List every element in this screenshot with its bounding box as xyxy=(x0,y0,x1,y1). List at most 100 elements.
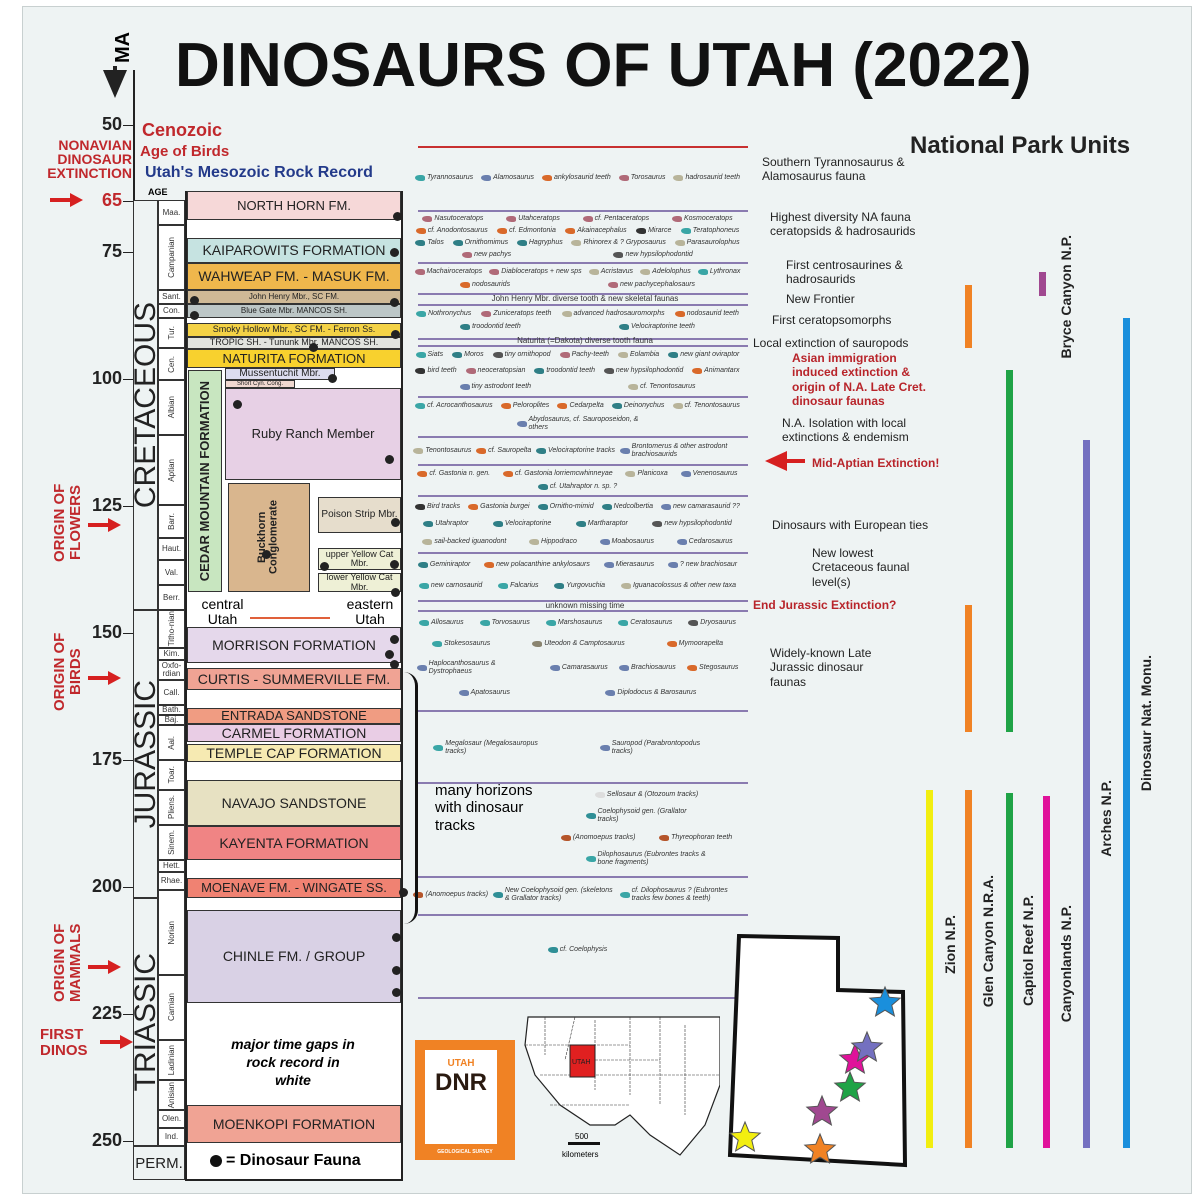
horizon-line xyxy=(418,262,748,264)
horizon-line xyxy=(418,782,748,784)
dinosaur-name: Marshosaurus xyxy=(557,619,603,627)
dinosaur-entry: Peloroplites xyxy=(500,402,549,410)
dinosaur-name: Geminiraptor xyxy=(429,560,471,568)
dinosaur-entry: Cedarpelta xyxy=(557,402,604,410)
dinosaur-name: Utahraptor xyxy=(435,520,469,528)
dinosaur-name: troodontid teeth xyxy=(546,367,595,374)
dinosaur-silhouette-icon xyxy=(479,620,490,627)
axis-tick-label: 75 xyxy=(101,241,122,261)
formation-2: WAHWEAP FM. - MASUK FM. xyxy=(187,263,401,290)
stage-cell: Ladinian xyxy=(158,1040,185,1080)
dinosaur-entry: Stegosaurus xyxy=(687,664,738,672)
axis-tick-label: 125 xyxy=(91,495,122,515)
dinosaur-silhouette-icon xyxy=(668,352,679,358)
dinosaur-name: Uteodon & Camptosaurus xyxy=(544,639,625,647)
fauna-dot xyxy=(262,550,271,559)
park-star-icon xyxy=(805,1094,839,1126)
red-arrow-icon xyxy=(108,518,121,532)
horizon-line xyxy=(418,436,748,438)
dinosaur-silhouette-icon xyxy=(545,620,556,627)
fauna-dot xyxy=(328,374,337,383)
fauna-dot xyxy=(392,988,401,997)
horizon-line xyxy=(418,552,748,554)
dinosaur-silhouette-icon xyxy=(554,583,565,590)
dinosaur-name: hadrosaurid teeth xyxy=(685,174,740,181)
dinosaur-silhouette-icon xyxy=(500,403,511,409)
period-perm: PERM. xyxy=(133,1146,185,1180)
dinosaur-silhouette-icon xyxy=(489,268,500,275)
dinosaur-silhouette-icon xyxy=(414,175,425,181)
dinosaur-name: Animantarx xyxy=(704,367,740,374)
annotation: Widely-known Late Jurassic dinosaur faun… xyxy=(770,646,872,689)
fauna-dot xyxy=(399,888,408,897)
dinosaur-entry: Yurgovuchia xyxy=(554,582,605,590)
dinosaur-silhouette-icon xyxy=(687,665,698,672)
fauna-dot xyxy=(385,650,394,659)
dinosaur-silhouette-icon xyxy=(607,282,618,289)
utah-map-label: UTAH xyxy=(572,1059,591,1066)
dinosaur-entry: Velociraptorine xyxy=(492,520,551,528)
dinosaur-name: nodosaurid teeth xyxy=(686,309,739,317)
dinosaur-entry: Animantarx xyxy=(692,367,740,375)
dinosaur-silhouette-icon xyxy=(431,640,442,647)
origin-of-mammals-label: ORIGIN OF MAMMALS xyxy=(51,923,84,1003)
stage-label: Sant. xyxy=(162,292,181,301)
dinosaur-name: Kosmoceratops xyxy=(683,215,733,222)
dinosaur-silhouette-icon xyxy=(417,470,428,477)
dinosaur-entry: Pachy-teeth xyxy=(559,351,609,359)
fauna-dot xyxy=(390,248,399,257)
utah-outline xyxy=(727,933,908,1168)
park-range-bar xyxy=(1043,796,1050,1148)
stage-cell: Con. xyxy=(158,304,185,318)
dinosaur-silhouette-icon xyxy=(601,503,612,510)
formation-5: Smoky Hollow Mbr., SC FM. - Ferron Ss. xyxy=(187,323,401,337)
dinosaur-entry: Ornithomimus xyxy=(452,239,508,247)
annotation: Local extinction of sauropods xyxy=(753,336,909,350)
formation-label: TEMPLE CAP FORMATION xyxy=(206,744,382,761)
dinosaur-silhouette-icon xyxy=(415,352,426,358)
dinosaur-silhouette-icon xyxy=(625,470,636,477)
dinosaur-entry: Velociraptorine teeth xyxy=(618,323,695,331)
stage-label: Barr. xyxy=(166,513,176,530)
fauna-dot xyxy=(391,518,400,527)
dinosaur-silhouette-icon xyxy=(422,539,433,546)
formation-label: KAIPAROWITS FORMATION xyxy=(202,242,386,259)
dinosaur-name: new camarasaurid ?? xyxy=(673,502,740,510)
origin-of-birds-label: ORIGIN OF BIRDS xyxy=(51,632,84,712)
dinosaur-silhouette-icon xyxy=(673,175,684,181)
dinosaur-silhouette-icon xyxy=(481,175,492,181)
dinosaur-entry: Dilophosaurus (Eubrontes tracks & bone f… xyxy=(585,851,708,867)
dinosaur-silhouette-icon xyxy=(468,503,479,510)
horizon-line xyxy=(418,710,748,712)
dinosaur-silhouette-icon xyxy=(628,384,639,390)
dinosaur-silhouette-icon xyxy=(588,268,599,275)
scale-unit: kilometers xyxy=(562,1150,598,1159)
stage-cell: Aptian xyxy=(158,435,185,505)
stage-label: Con. xyxy=(163,306,180,315)
first-dinos-label: FIRST DINOS xyxy=(40,1026,88,1059)
annotation: New lowest Cretaceous faunal level(s) xyxy=(812,546,910,589)
poster-title: DINOSAURS OF UTAH (2022) xyxy=(175,31,1032,100)
stage-cell: Baj. xyxy=(158,715,185,725)
stage-cell: Hett. xyxy=(158,860,185,872)
mid-aptian-arrow-icon xyxy=(765,451,787,471)
dinosaur-entry: Tenontosaurus xyxy=(413,447,471,455)
logo-bottom-text: GEOLOGICAL SURVEY xyxy=(415,1144,515,1160)
dinosaur-entry: Nedcolbertia xyxy=(601,503,653,511)
horizon-line xyxy=(418,997,748,999)
formation-25: MOENKOPI FORMATION xyxy=(187,1105,401,1143)
dinosaur-silhouette-icon xyxy=(516,240,527,246)
dinosaur-name: Bird tracks xyxy=(427,502,461,510)
arrow-shaft xyxy=(100,1040,122,1044)
formation-label: lower Yellow Cat Mbr. xyxy=(326,572,393,592)
dinosaur-entry: Venenosaurus xyxy=(680,470,738,478)
horizon-line xyxy=(418,304,748,306)
dinosaur-entry: (Anomoepus tracks) xyxy=(560,833,636,842)
dinosaur-name: Machairoceratops xyxy=(426,267,483,275)
dinosaur-name: Sellosaur & (Otozoum tracks) xyxy=(606,790,699,798)
stage-cell: Berr. xyxy=(158,585,185,610)
dinosaur-name: (Anomoepus tracks) xyxy=(572,833,636,841)
dinosaur-silhouette-icon xyxy=(605,689,616,696)
stage-cell: Titho-nian xyxy=(158,610,185,648)
